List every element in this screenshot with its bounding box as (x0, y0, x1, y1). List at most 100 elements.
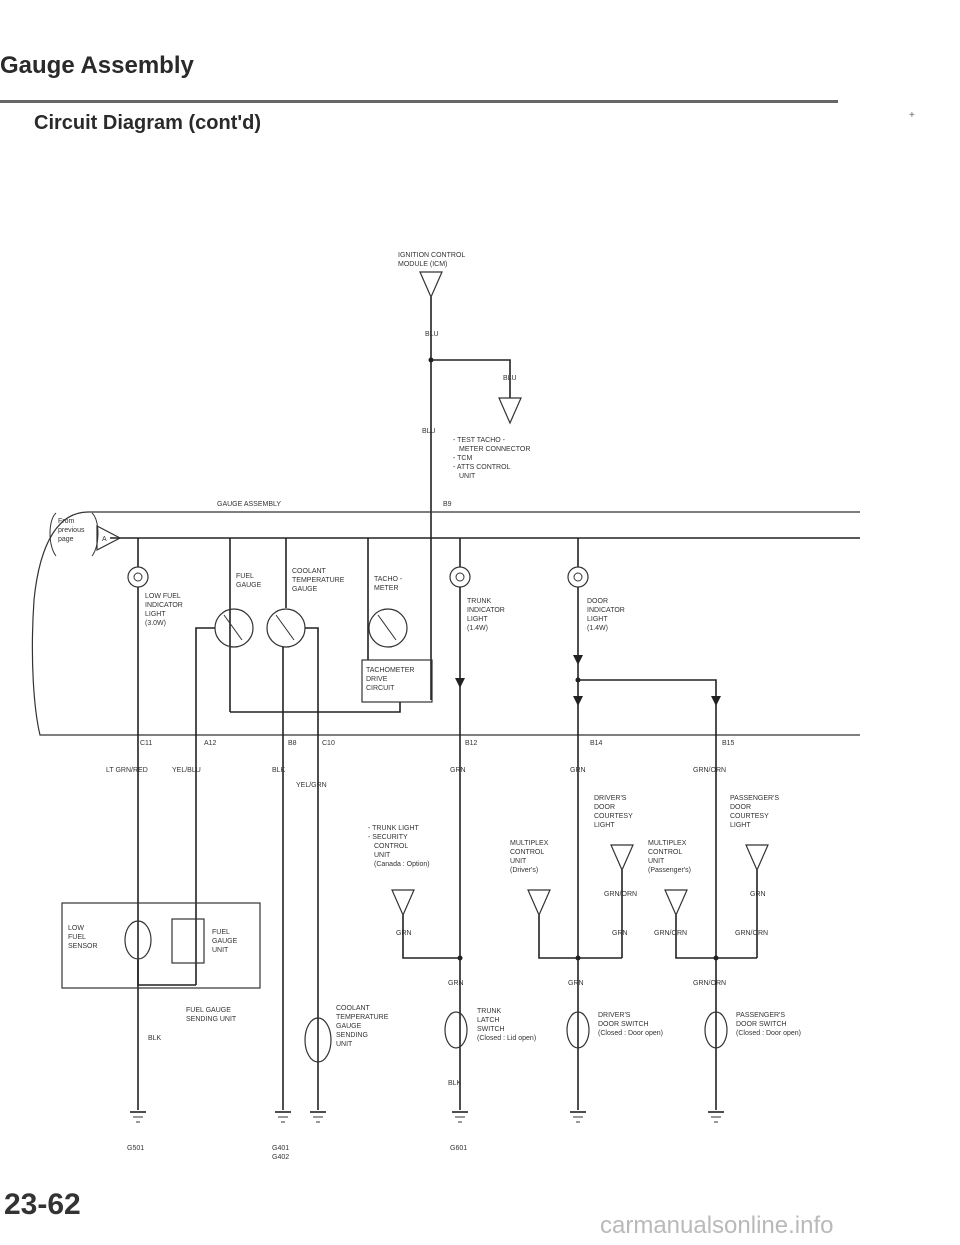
coolant-sending-unit-symbol (304, 1017, 332, 1063)
from-connector-symbol (96, 525, 122, 551)
wire-label: BLK (448, 1080, 462, 1087)
component-label: DOOR (587, 598, 608, 605)
component-label: TRUNK (477, 1008, 501, 1015)
pin-label: B12 (465, 740, 478, 747)
component-label: INDICATOR (587, 607, 625, 614)
drivers-door-switch-symbol (566, 1011, 590, 1049)
component-label: DRIVER'S (598, 1012, 631, 1019)
ground-label: G601 (450, 1145, 467, 1152)
component-label: COURTESY (594, 813, 633, 820)
component-label: COURTESY (730, 813, 769, 820)
gauge-assembly-label: GAUGE ASSEMBLY (217, 501, 281, 508)
component-label: PASSENGER'S (730, 795, 779, 802)
pin-label: C11 (140, 740, 152, 747)
component-label: - SECURITY (368, 834, 408, 841)
component-label: FUEL GAUGE (186, 1007, 231, 1014)
component-label: SENDING (336, 1032, 368, 1039)
component-label: FUEL (236, 573, 254, 580)
wire-label: GRN/ORN (693, 980, 726, 987)
wire-label: BLU (422, 428, 436, 435)
component-label: PASSENGER'S (736, 1012, 785, 1019)
component-label: UNIT (648, 858, 665, 865)
wire-blu-branch (431, 359, 511, 398)
component-label: CONTROL (510, 849, 544, 856)
component-label: TACHOMETER (366, 667, 414, 674)
wire-label: GRN/ORN (654, 930, 687, 937)
icm-connector-symbol (419, 271, 443, 299)
tachometer-drive-circuit (361, 659, 433, 703)
component-label: UNIT (374, 852, 391, 859)
wire-label: GRN (450, 767, 466, 774)
tacho-list: - ATTS CONTROL (453, 464, 511, 471)
page-subtitle: Circuit Diagram (cont'd) (34, 112, 261, 134)
ground-symbol (570, 1111, 586, 1123)
wire-label: YEL/GRN (296, 782, 327, 789)
component-label: COOLANT (292, 568, 327, 575)
component-label: DOOR (730, 804, 751, 811)
component-label: GAUGE (336, 1023, 362, 1030)
pin-label: C10 (322, 740, 335, 747)
wire-label: YEL/BLU (172, 767, 201, 774)
tacho-list: UNIT (459, 473, 476, 480)
icm-label: IGNITION CONTROL (398, 252, 465, 259)
trunk-security-connector (391, 889, 415, 917)
from-bracket (49, 512, 99, 557)
trunk-indicator-bulb (449, 566, 471, 588)
ground-symbol (130, 1111, 146, 1123)
component-label: SENDING UNIT (186, 1016, 237, 1023)
component-label: DOOR (594, 804, 615, 811)
component-label: (Closed : Door open) (736, 1030, 801, 1037)
component-label: (3.0W) (145, 620, 166, 627)
from-label: From (58, 518, 75, 525)
component-label: TEMPERATURE (336, 1014, 389, 1021)
component-label: TACHO - (374, 576, 403, 583)
pin-label: B9 (443, 501, 452, 508)
fuel-gauge-unit-symbol (171, 918, 205, 964)
wire-label: GRN (612, 930, 628, 937)
wire-label: BLU (425, 331, 439, 338)
component-label: CONTROL (374, 843, 408, 850)
ground-label: G401 (272, 1145, 289, 1152)
from-label: page (58, 536, 74, 543)
page-number: 23-62 (4, 1188, 81, 1221)
component-label: METER (374, 585, 399, 592)
page-title: Gauge Assembly (0, 52, 194, 79)
component-label: - TRUNK LIGHT (368, 825, 420, 832)
component-label: INDICATOR (145, 602, 183, 609)
ground-label: G402 (272, 1154, 289, 1161)
component-label: MULTIPLEX (648, 840, 687, 847)
wire-label: LT GRN/RED (106, 767, 148, 774)
component-label: UNIT (212, 947, 229, 954)
component-label: SWITCH (477, 1026, 505, 1033)
trunk-latch-switch-symbol (444, 1011, 468, 1049)
component-label: (Canada : Option) (374, 861, 430, 868)
component-label: DOOR SWITCH (736, 1021, 787, 1028)
wire-label: GRN/ORN (693, 767, 726, 774)
pin-label: B8 (288, 740, 297, 747)
wire-yel-blu (195, 627, 215, 985)
diode-symbol (455, 678, 465, 688)
icm-label: MODULE (ICM) (398, 261, 447, 268)
title-divider (0, 100, 838, 103)
wire-label: GRN/ORN (604, 891, 637, 898)
component-label: (1.4W) (587, 625, 608, 632)
component-label: COOLANT (336, 1005, 371, 1012)
wire-yel-grn (305, 627, 319, 1110)
component-label: GAUGE (212, 938, 238, 945)
drivers-courtesy-light (610, 844, 634, 872)
component-label: LIGHT (467, 616, 488, 623)
component-label: FUEL (68, 934, 86, 941)
wire-label: GRN (570, 767, 586, 774)
component-label: DRIVE (366, 676, 388, 683)
wire-label: BLK (148, 1035, 162, 1042)
door-indicator-bulb (567, 566, 589, 588)
wire-label: GRN (448, 980, 464, 987)
gauge-assembly-outline (31, 511, 860, 736)
fuel-gauge-symbol (214, 608, 254, 648)
wire-label: GRN/ORN (735, 930, 768, 937)
pin-label: A12 (204, 740, 217, 747)
component-label: MULTIPLEX (510, 840, 549, 847)
tacho-connector-symbol (498, 397, 522, 425)
component-label: INDICATOR (467, 607, 505, 614)
